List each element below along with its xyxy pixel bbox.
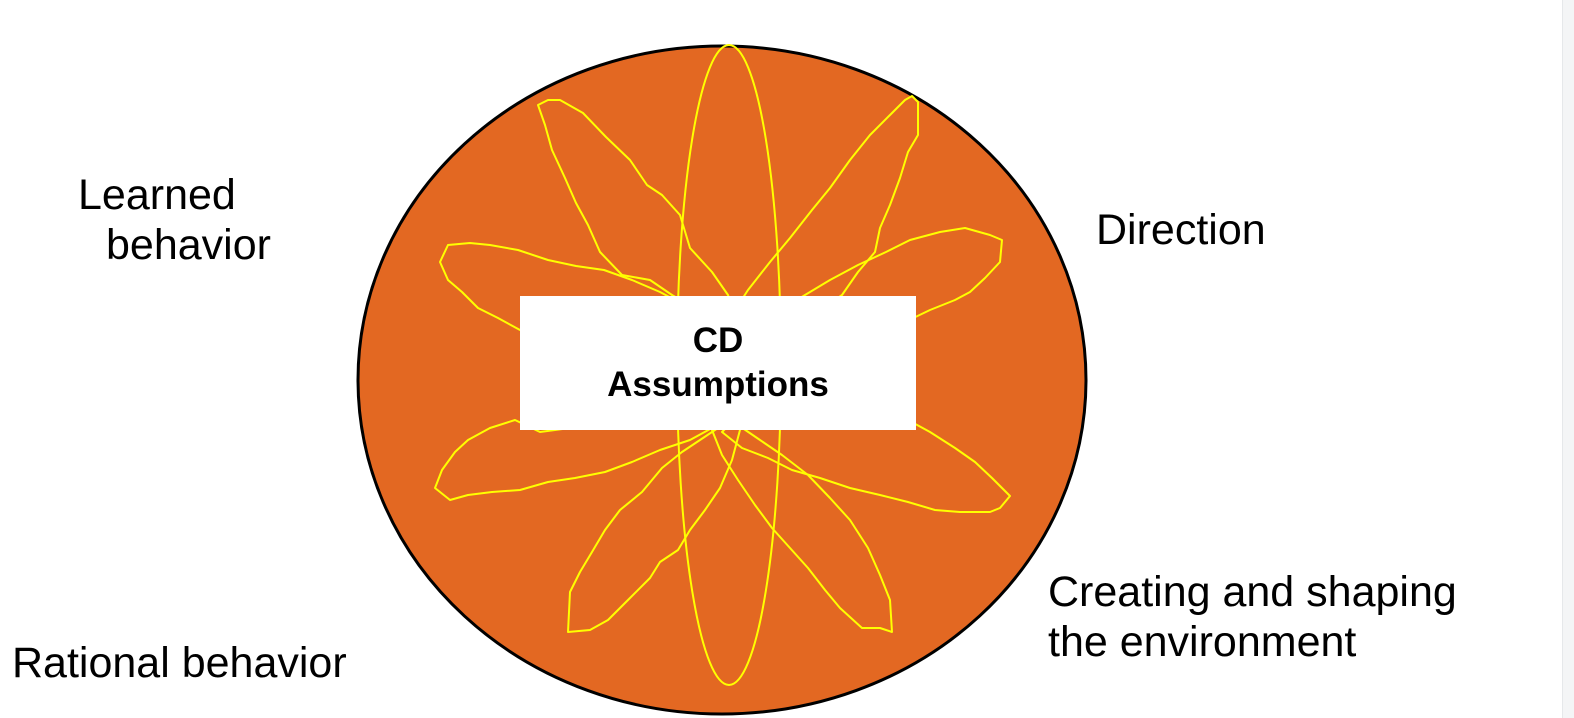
petal-lower-right-diagonal <box>721 411 1011 513</box>
rational-behavior-text: Rational behavior <box>12 639 347 687</box>
direction-text: Direction <box>1096 206 1266 254</box>
learned-behavior-label: Learned behavior <box>78 170 271 270</box>
learned-behavior-line1: Learned <box>78 171 236 219</box>
petal-lower-right-vertical <box>711 417 893 633</box>
right-edge-strip <box>1562 0 1574 718</box>
center-title-line1: CD <box>692 321 744 360</box>
direction-label: Direction <box>1096 205 1266 255</box>
center-title-line2: Assumptions <box>607 365 829 404</box>
creating-shaping-label: Creating and shaping the environment <box>1048 567 1457 667</box>
creating-shaping-line2: the environment <box>1048 618 1357 666</box>
creating-shaping-line1: Creating and shaping <box>1048 568 1457 616</box>
center-assumptions-box: CD Assumptions <box>520 296 916 430</box>
rational-behavior-label: Rational behavior <box>12 638 347 688</box>
learned-behavior-line2: behavior <box>106 221 271 269</box>
